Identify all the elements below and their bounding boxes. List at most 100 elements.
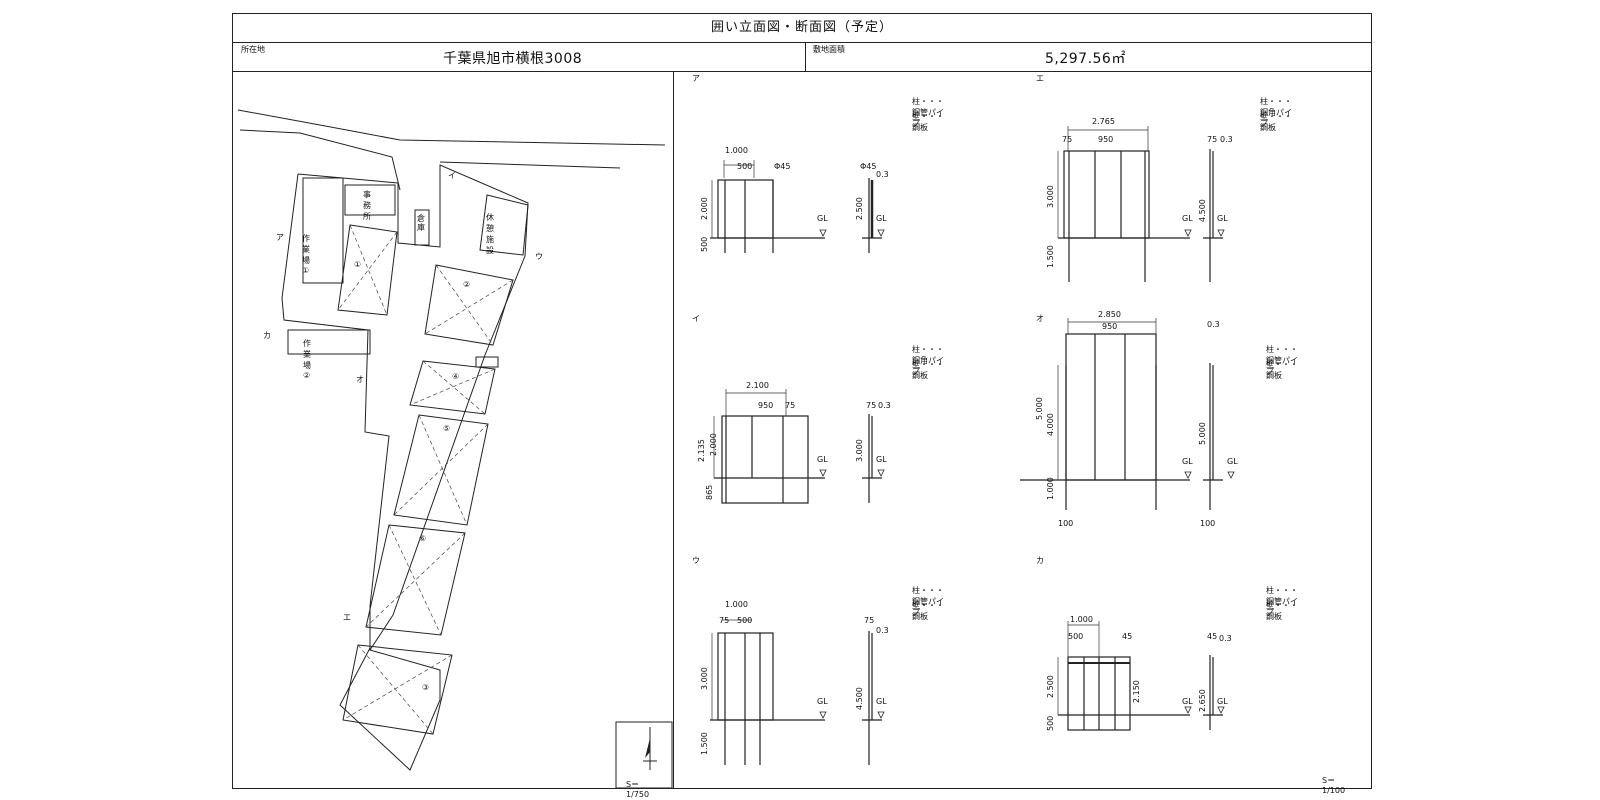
o-dim-b-text: 1.000 <box>1046 477 1055 500</box>
detail-a-id: ア <box>692 74 700 83</box>
label-office: 事務所 <box>363 190 371 221</box>
detail-u-id: ウ <box>692 556 700 565</box>
o-dim-w-text: 2.850 <box>1098 310 1121 319</box>
e-dim-p-text: 75 <box>1062 135 1073 144</box>
ka-dim-t-text: 0.3 <box>1219 634 1232 643</box>
ka-dim-b-text: 500 <box>1046 715 1055 731</box>
ka-dim-h2-text: 2.650 <box>1198 689 1207 712</box>
o-gl-2: GL <box>1227 457 1238 466</box>
a-dim-b-text: 500 <box>700 236 709 252</box>
e-gl-2: GL <box>1217 214 1228 223</box>
o-dim-h-text: 5.000 <box>1035 397 1044 420</box>
detail-i-spec2: 壁・・・鋼板 <box>912 360 944 380</box>
a-dim-h2-text: 2.500 <box>855 197 864 220</box>
area-cell: 敷地面積 5,297.56㎡ <box>805 42 1371 71</box>
detail-o-id: オ <box>1036 314 1044 323</box>
a-dim-sub-text: 500 <box>737 162 753 171</box>
e-dim-h2-text: 4.500 <box>1198 199 1207 222</box>
detail-a-spec1: 柱・・・鋼管パイプ <box>912 97 944 128</box>
e-dim-h-text: 3.000 <box>1046 185 1055 208</box>
ka-dim-p-text: 45 <box>1122 632 1133 641</box>
drawing-frame: 囲い立面図・断面図（予定） 所在地 千葉県旭市横根3008 敷地面積 5,297… <box>232 13 1372 789</box>
marker-o: オ <box>356 375 364 384</box>
label-zone-2: ② <box>463 280 471 289</box>
ka-gl-1: GL <box>1182 697 1193 706</box>
o-dim-sub-text: 950 <box>1102 322 1118 331</box>
a-gl-2: GL <box>876 214 887 223</box>
u-gl-1: GL <box>817 697 828 706</box>
panel-divider <box>673 71 675 788</box>
marker-u: ウ <box>535 252 543 261</box>
detail-ka-spec2: 壁・・・鋼板 <box>1266 601 1298 621</box>
u-dim-t-text: 0.3 <box>876 626 889 635</box>
detail-i-spec1: 柱・・・鋼角パイプ <box>912 345 944 376</box>
a-dim-t-text: 0.3 <box>876 170 889 179</box>
detail-ka-id: カ <box>1036 556 1044 565</box>
e-dim-t-text: 0.3 <box>1220 135 1233 144</box>
i-dim-sub-text: 950 <box>758 401 774 410</box>
ka-dim-p2-text: 45 <box>1207 632 1218 641</box>
a-dim-phi2-text: Φ45 <box>860 162 877 171</box>
detail-e-spec2: 壁・・・鋼板 <box>1260 112 1292 132</box>
detail-ka-spec1: 柱・・・鋼管パイプ <box>1266 586 1298 617</box>
info-row: 所在地 千葉県旭市横根3008 敷地面積 5,297.56㎡ <box>233 42 1371 72</box>
o-dim-t-text: 0.3 <box>1207 320 1220 329</box>
detail-e-spec1: 柱・・・鋼角パイプ <box>1260 97 1292 128</box>
i-dim-p2-text: 75 <box>866 401 877 410</box>
o-dim-f-text: 100 <box>1058 519 1074 528</box>
u-dim-p2-text: 75 <box>864 616 875 625</box>
ka-dim-sub-text: 500 <box>1068 632 1084 641</box>
o-dim-f2-text: 100 <box>1200 519 1216 528</box>
detail-a-spec2: 壁・・・鋼板 <box>912 112 944 132</box>
label-workshop-2: 作業場② <box>303 339 311 380</box>
u-dim-b-text: 1.500 <box>700 732 709 755</box>
a-gl-1: GL <box>817 214 828 223</box>
location-label: 所在地 <box>241 45 265 54</box>
u-dim-h-text: 3.000 <box>700 667 709 690</box>
i-dim-h2-text: 3.000 <box>855 439 864 462</box>
location-value: 千葉県旭市横根3008 <box>443 51 583 67</box>
u-gl-2: GL <box>876 697 887 706</box>
o-dim-h1-text: 4.000 <box>1046 413 1055 436</box>
detail-i-id: イ <box>692 314 700 323</box>
u-dim-h2-text: 4.500 <box>855 687 864 710</box>
drawing-title: 囲い立面図・断面図（予定） <box>233 14 1371 43</box>
detail-e-id: エ <box>1036 74 1044 83</box>
ka-dim-h1-text: 2.150 <box>1132 680 1141 703</box>
label-zone-6: ⑥ <box>419 534 427 543</box>
area-value: 5,297.56㎡ <box>1045 51 1126 67</box>
e-dim-sub-text: 950 <box>1098 135 1114 144</box>
o-gl-1: GL <box>1182 457 1193 466</box>
marker-i: イ <box>448 171 456 180</box>
label-storage: 倉庫 <box>417 214 425 232</box>
u-dim-sub-text: 500 <box>737 616 753 625</box>
i-gl-1: GL <box>817 455 828 464</box>
i-dim-t-text: 0.3 <box>878 401 891 410</box>
u-dim-p-text: 75 <box>719 616 730 625</box>
marker-a: ア <box>276 233 284 242</box>
label-rest: 休憩施設 <box>486 213 494 255</box>
e-dim-p2-text: 75 <box>1207 135 1218 144</box>
e-gl-1: GL <box>1182 214 1193 223</box>
a-dim-phi-text: Φ45 <box>774 162 791 171</box>
o-dim-h2-text: 5.000 <box>1198 422 1207 445</box>
detail-u-spec1: 柱・・・鋼管パイプ <box>912 586 944 617</box>
marker-e: エ <box>343 613 351 622</box>
label-zone-3: ③ <box>422 683 430 692</box>
area-label: 敷地面積 <box>813 45 845 54</box>
label-zone-1: ① <box>354 260 362 269</box>
i-dim-b-text: 865 <box>705 484 714 500</box>
detail-u-spec2: 壁・・・鋼板 <box>912 601 944 621</box>
a-dim-h-text: 2.000 <box>700 197 709 220</box>
i-dim-h1-text: 2.000 <box>709 433 718 456</box>
i-gl-2: GL <box>876 455 887 464</box>
ka-dim-w-text: 1.000 <box>1070 615 1093 624</box>
i-dim-h-text: 2.135 <box>697 439 706 462</box>
e-dim-b-text: 1.500 <box>1046 245 1055 268</box>
site-plan-scale: S＝1/750 <box>626 780 650 799</box>
i-dim-w-text: 2.100 <box>746 381 769 390</box>
marker-ka: カ <box>263 331 271 340</box>
ka-dim-h-text: 2.500 <box>1046 675 1055 698</box>
detail-scale: S＝1/100 <box>1322 776 1346 795</box>
label-zone-4: ④ <box>452 372 460 381</box>
